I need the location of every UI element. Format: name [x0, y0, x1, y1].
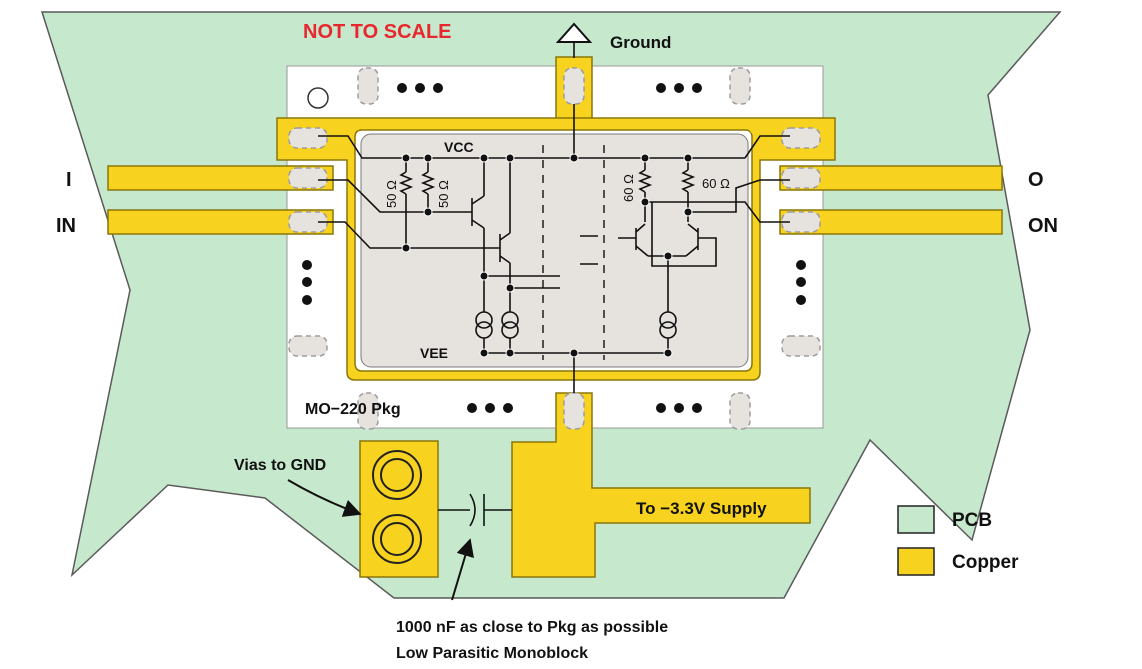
ground-label: Ground: [610, 33, 671, 52]
supply-label: To −3.3V Supply: [636, 499, 767, 518]
pin1-marker: [307, 87, 329, 109]
circuit-junctions: [401, 153, 693, 358]
pin-label-in: IN: [56, 215, 76, 237]
capacitor-arrow: [451, 538, 474, 601]
ground-vias: [372, 450, 422, 564]
legend-label-copper: Copper: [952, 552, 1019, 573]
die-area: [360, 133, 749, 368]
pin-label-i: I: [66, 169, 72, 191]
vias-label: Vias to GND: [234, 457, 326, 474]
package-pads: [288, 67, 821, 430]
vias-arrow: [287, 479, 362, 517]
capacitor-note-line-2: Low Parasitic Monoblock: [396, 645, 588, 662]
supply-trace: [511, 392, 811, 578]
copper-ground-ring: [276, 117, 836, 381]
pad-ellipsis-dots: [302, 83, 806, 413]
legend-swatch-pcb: [897, 505, 935, 534]
resistor-label-3: 60 Ω: [621, 174, 636, 202]
legend-label-pcb: PCB: [952, 510, 992, 531]
pin-label-on: ON: [1028, 215, 1058, 237]
pin-label-o: O: [1028, 169, 1044, 191]
title-not-to-scale: NOT TO SCALE: [303, 21, 452, 43]
resistor-label-4: 60 Ω: [702, 176, 730, 191]
capacitor-note-line-1: 1000 nF as close to Pkg as possible: [396, 619, 668, 636]
capacitor-icon: [438, 493, 512, 527]
resistor-label-1: 50 Ω: [384, 180, 399, 208]
legend-swatch-copper: [897, 547, 935, 576]
ground-symbol-icon: [555, 22, 593, 58]
vcc-label: VCC: [444, 139, 474, 155]
resistor-label-2: 50 Ω: [436, 180, 451, 208]
vee-label: VEE: [420, 345, 448, 361]
package-label: MO−220 Pkg: [305, 401, 401, 418]
